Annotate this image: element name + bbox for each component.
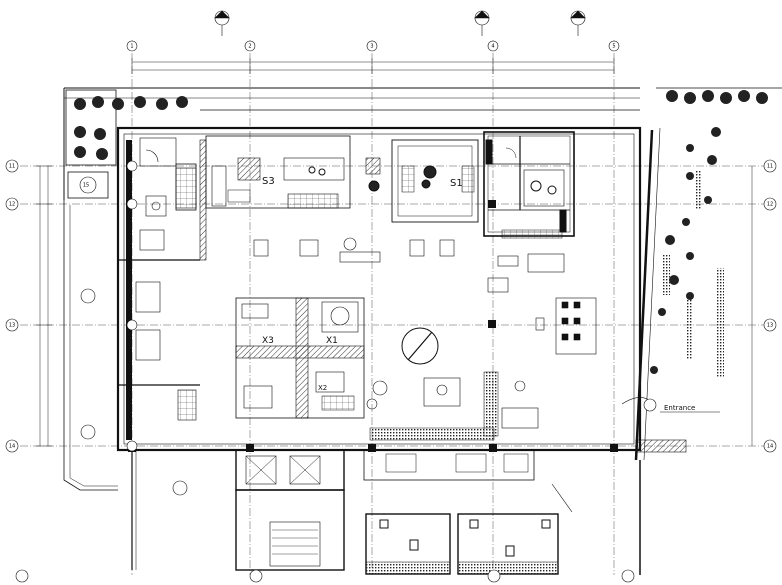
- axis-left-label-5: 15: [83, 183, 89, 189]
- axis-top-label-3: 3: [370, 44, 373, 50]
- dimension-lines: [36, 58, 753, 447]
- exterior-walls: [63, 87, 642, 491]
- axis-bubbles-left: [5, 159, 138, 453]
- axis-left-label-2: 12: [9, 202, 15, 208]
- office-cluster-top-right: [483, 131, 575, 239]
- central-furniture: [253, 237, 597, 365]
- axis-right-label-1: 11: [767, 164, 773, 170]
- section-markers: [15, 288, 657, 583]
- section-markers-top: [214, 10, 586, 36]
- room-x-cluster: [235, 297, 365, 419]
- axis-right-label-2: 12: [767, 202, 773, 208]
- axis-top-label-2: 2: [248, 44, 251, 50]
- entrance-area: [621, 397, 720, 453]
- room-label-x1: X1: [326, 336, 338, 346]
- left-zone-furniture: [126, 137, 207, 440]
- garden-planter-top-left: [65, 89, 188, 199]
- lounge-area: [366, 371, 539, 441]
- axis-right-label-3: 13: [767, 323, 773, 329]
- axis-left-label-4: 14: [9, 444, 15, 450]
- room-label-x3: X3: [262, 336, 274, 346]
- entrance-label: Entrance: [664, 404, 695, 412]
- axis-bubbles-right: [763, 159, 777, 453]
- room-label-x2: X2: [318, 384, 327, 392]
- axis-right-label-4: 14: [767, 444, 773, 450]
- garden-strip-right: [634, 87, 782, 575]
- axis-top-label-4: 4: [491, 44, 494, 50]
- room-s1: [365, 139, 479, 223]
- axis-left-label-1: 11: [9, 164, 15, 170]
- room-label-s3: S3: [262, 176, 275, 187]
- axis-top-label-5: 5: [612, 44, 615, 50]
- room-label-s1: S1: [450, 178, 463, 189]
- service-block: [131, 449, 573, 575]
- axis-left-label-3: 13: [9, 323, 15, 329]
- axis-top-label-1: 1: [130, 44, 133, 50]
